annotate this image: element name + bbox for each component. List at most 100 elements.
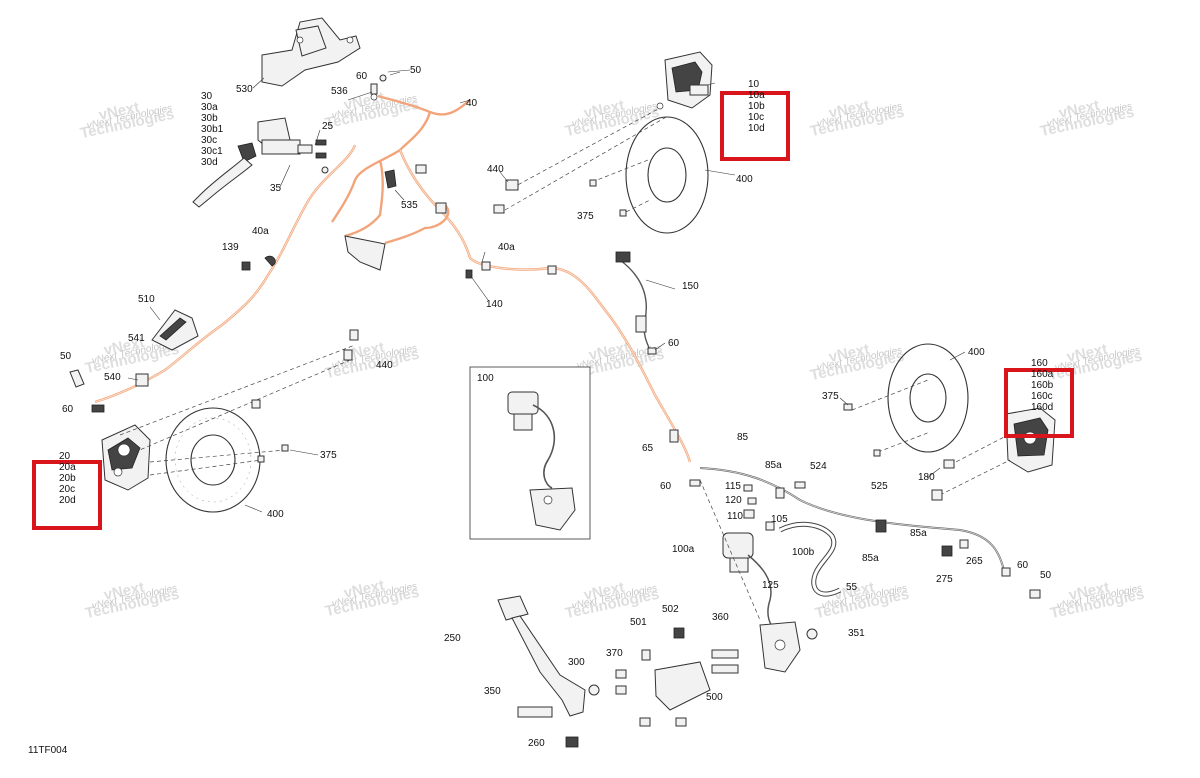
label-510: 510 — [138, 294, 155, 305]
group-label: 10c — [748, 112, 764, 123]
label-400-rear: 400 — [736, 174, 753, 185]
label-180: 180 — [918, 472, 935, 483]
label-85a-lower: 85a — [862, 553, 879, 564]
highlight-box-front-right-caliper — [1004, 368, 1074, 438]
label-350: 350 — [484, 686, 501, 697]
group-label: 20b — [59, 473, 76, 484]
label-50-top: 50 — [410, 65, 422, 76]
highlight-box-rear-caliper — [720, 91, 790, 161]
rear-disc-400 — [625, 116, 709, 234]
label-541: 541 — [128, 333, 145, 344]
label-351: 351 — [848, 628, 865, 639]
group-label: 160d — [1031, 402, 1053, 413]
label-370: 370 — [606, 648, 623, 659]
bracket-510 — [69, 309, 199, 413]
label-100b: 100b — [792, 547, 815, 558]
front-right-caliper-160 — [1005, 407, 1056, 473]
rear-brake-line — [619, 259, 1006, 576]
group-label: 20d — [59, 495, 76, 506]
label-265: 265 — [966, 556, 983, 567]
label-50-right: 50 — [1040, 570, 1052, 581]
label-60-right: 60 — [1017, 560, 1029, 571]
group-rear-caliper-10: 10 10a 10b 10c 10d — [748, 79, 765, 134]
label-536: 536 — [331, 86, 348, 97]
brake-hoses — [94, 94, 692, 463]
label-120: 120 — [725, 495, 742, 506]
label-525: 525 — [871, 481, 888, 492]
label-85a-right: 85a — [910, 528, 927, 539]
group-label: 30b1 — [201, 124, 224, 135]
label-60-sensor: 60 — [668, 338, 680, 349]
front-left-disc-400 — [165, 407, 261, 513]
label-524: 524 — [810, 461, 827, 472]
group-label: 160c — [1031, 391, 1053, 402]
watermark: vNext Technologies vNext Technologies — [1049, 579, 1146, 622]
group-label: 10 — [748, 79, 760, 90]
label-535: 535 — [401, 200, 418, 211]
label-85a-upper: 85a — [765, 460, 782, 471]
group-label: 30a — [201, 102, 218, 113]
group-front-right-caliper-160: 160 160a 160b 160c 160d — [1031, 358, 1054, 413]
group-front-left-caliper-20: 20 20a 20b 20c 20d — [59, 451, 76, 506]
group-label: 10b — [748, 101, 765, 112]
front-right-mounting-lines — [843, 379, 1011, 501]
watermark: vNext Technologies vNext Technologies — [324, 577, 421, 620]
group-label: 30c1 — [201, 146, 223, 157]
label-125: 125 — [762, 580, 779, 591]
label-110: 110 — [727, 511, 743, 522]
label-275: 275 — [936, 574, 953, 585]
group-label: 160 — [1031, 358, 1048, 369]
group-label: 30d — [201, 157, 218, 168]
highlight-box-front-left-caliper — [32, 460, 102, 530]
master-cylinder-30 — [192, 117, 313, 208]
watermark: vNext Technologies vNext Technologies — [564, 97, 661, 140]
label-540: 540 — [104, 372, 121, 383]
front-right-disc-400 — [887, 343, 969, 453]
label-501: 501 — [630, 617, 647, 628]
group-label: 160a — [1031, 369, 1054, 380]
group-label: 160b — [1031, 380, 1054, 391]
group-label: 30b — [201, 113, 218, 124]
group-label: 10d — [748, 123, 765, 134]
rear-caliper-10 — [656, 51, 713, 110]
label-100a: 100a — [672, 544, 695, 555]
label-100: 100 — [477, 373, 494, 384]
leader-lines — [127, 69, 966, 513]
front-left-caliper-20 — [101, 424, 151, 491]
watermark: vNext Technologies vNext Technologies — [1047, 341, 1144, 384]
highlight-boxes — [32, 91, 1074, 530]
watermark: vNext Technologies vNext Technologies — [84, 579, 181, 622]
label-440-left: 440 — [376, 360, 393, 371]
label-35: 35 — [270, 183, 282, 194]
label-375-left: 375 — [320, 450, 337, 461]
label-40a-center: 40a — [498, 242, 515, 253]
label-530: 530 — [236, 84, 253, 95]
label-25: 25 — [322, 121, 334, 132]
label-400-left: 400 — [267, 509, 284, 520]
label-60-left: 60 — [62, 404, 74, 415]
watermark: vNext Technologies vNext Technologies — [1039, 97, 1136, 140]
label-85: 85 — [737, 432, 749, 443]
label-150: 150 — [682, 281, 699, 292]
watermark: vNext Technologies vNext Technologies — [324, 339, 421, 382]
label-140: 140 — [486, 299, 503, 310]
label-375-rear: 375 — [577, 211, 594, 222]
diagram-code: 11TF004 — [28, 745, 68, 756]
label-40: 40 — [466, 98, 478, 109]
label-50-left: 50 — [60, 351, 72, 362]
label-40a-left: 40a — [252, 226, 269, 237]
label-250: 250 — [444, 633, 461, 644]
sensor-150 — [615, 251, 657, 355]
label-502: 502 — [662, 604, 679, 615]
fasteners-top — [241, 71, 557, 279]
label-60-rear: 60 — [660, 481, 672, 492]
label-440-rear: 440 — [487, 164, 504, 175]
label-115: 115 — [725, 481, 741, 492]
group-label: 30 — [201, 91, 213, 102]
rear-mounting-lines — [493, 107, 669, 217]
group-label: 20 — [59, 451, 71, 462]
watermark: vNext Technologies vNext Technologies — [79, 99, 176, 142]
label-400-right: 400 — [968, 347, 985, 358]
label-60-top: 60 — [356, 71, 368, 82]
